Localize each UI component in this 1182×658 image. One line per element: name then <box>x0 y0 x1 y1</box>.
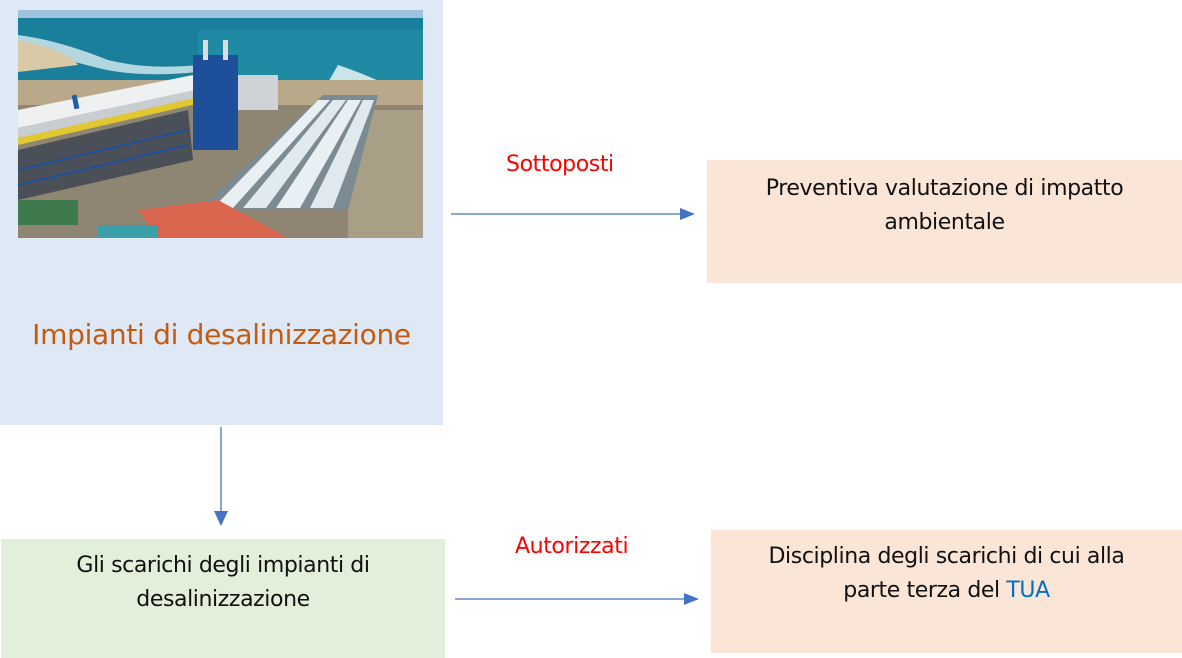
plant-node: Impianti di desalinizzazione <box>0 0 443 425</box>
rules-text-line1: Disciplina degli scarichi di cui alla <box>768 544 1125 569</box>
edge-label-autorizzati: Autorizzati <box>515 534 629 559</box>
discharges-node: Gli scarichi degli impianti di desaliniz… <box>1 539 445 658</box>
arrow-down-icon <box>214 427 228 526</box>
via-node: Preventiva valutazione di impatto ambien… <box>707 160 1182 283</box>
via-text-line2: ambientale <box>884 210 1005 235</box>
via-text-line1: Preventiva valutazione di impatto <box>765 176 1124 201</box>
rules-text-prefix: parte terza del <box>843 578 1007 603</box>
discharges-text-line1: Gli scarichi degli impianti di <box>76 553 370 578</box>
arrow-right-icon <box>451 208 695 220</box>
desalination-plant-photo <box>18 10 423 238</box>
discharges-text-line2: desalinizzazione <box>136 587 310 612</box>
rules-node: Disciplina degli scarichi di cui alla pa… <box>711 530 1182 653</box>
tua-highlight: TUA <box>1006 578 1050 603</box>
plant-title: Impianti di desalinizzazione <box>32 318 411 351</box>
rules-text-line2: parte terza del TUA <box>769 574 1125 608</box>
arrow-right-icon <box>455 593 699 605</box>
edge-label-sottoposti: Sottoposti <box>506 152 614 177</box>
